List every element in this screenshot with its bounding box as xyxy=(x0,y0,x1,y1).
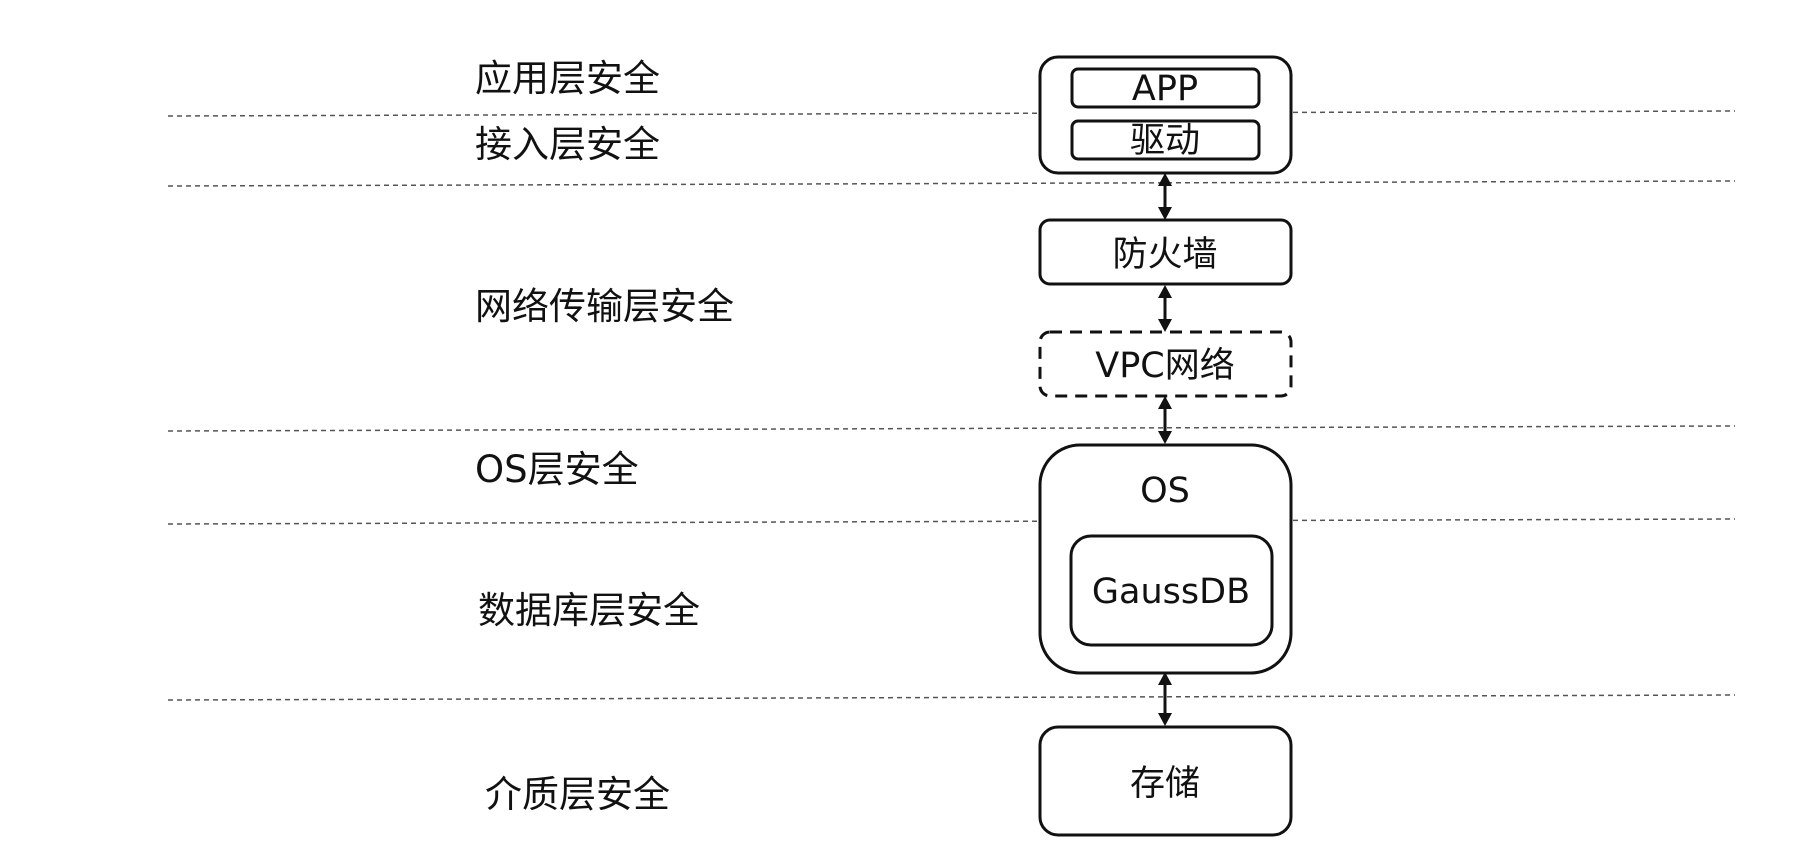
layer-label-network: 网络传输层安全 xyxy=(475,285,734,328)
layer-label-os: OS层安全 xyxy=(475,448,639,491)
os-node: OS GaussDB xyxy=(1038,443,1293,675)
app-label: APP xyxy=(1132,69,1198,109)
gaussdb-box xyxy=(1069,534,1274,647)
storage-node: 存储 xyxy=(1038,725,1293,837)
separator-database-media xyxy=(167,694,1736,701)
separator-network-os xyxy=(167,425,1736,432)
gaussdb-label: GaussDB xyxy=(1092,572,1250,612)
layer-label-media: 介质层安全 xyxy=(485,773,670,816)
layer-label-database: 数据库层安全 xyxy=(478,589,700,632)
client-group: APP 驱动 xyxy=(1038,55,1293,175)
vpc-node: VPC网络 xyxy=(1038,330,1293,398)
layer-label-access: 接入层安全 xyxy=(475,123,660,166)
layer-label-application: 应用层安全 xyxy=(475,57,660,100)
app-box xyxy=(1070,67,1261,109)
separator-os-database xyxy=(167,518,1736,525)
vpc-label: VPC网络 xyxy=(1095,346,1235,386)
storage-label: 存储 xyxy=(1130,764,1200,804)
connectors xyxy=(1158,173,1172,726)
driver-box xyxy=(1070,119,1261,161)
vpc-box xyxy=(1038,330,1293,398)
connector-client-firewall xyxy=(1158,173,1172,220)
separator-application-access xyxy=(167,110,1736,117)
layer-separators xyxy=(167,110,1736,701)
storage-box xyxy=(1038,725,1293,837)
connector-vpc-os xyxy=(1158,396,1172,444)
firewall-label: 防火墙 xyxy=(1112,235,1217,275)
separator-access-network xyxy=(167,180,1736,187)
firewall-box xyxy=(1038,218,1293,286)
driver-label: 驱动 xyxy=(1130,121,1200,161)
firewall-node: 防火墙 xyxy=(1038,218,1293,286)
os-label: OS xyxy=(1140,471,1190,511)
connector-os-storage xyxy=(1158,672,1172,726)
layer-labels: 应用层安全 接入层安全 网络传输层安全 OS层安全 数据库层安全 介质层安全 xyxy=(475,57,734,816)
connector-firewall-vpc xyxy=(1158,285,1172,332)
